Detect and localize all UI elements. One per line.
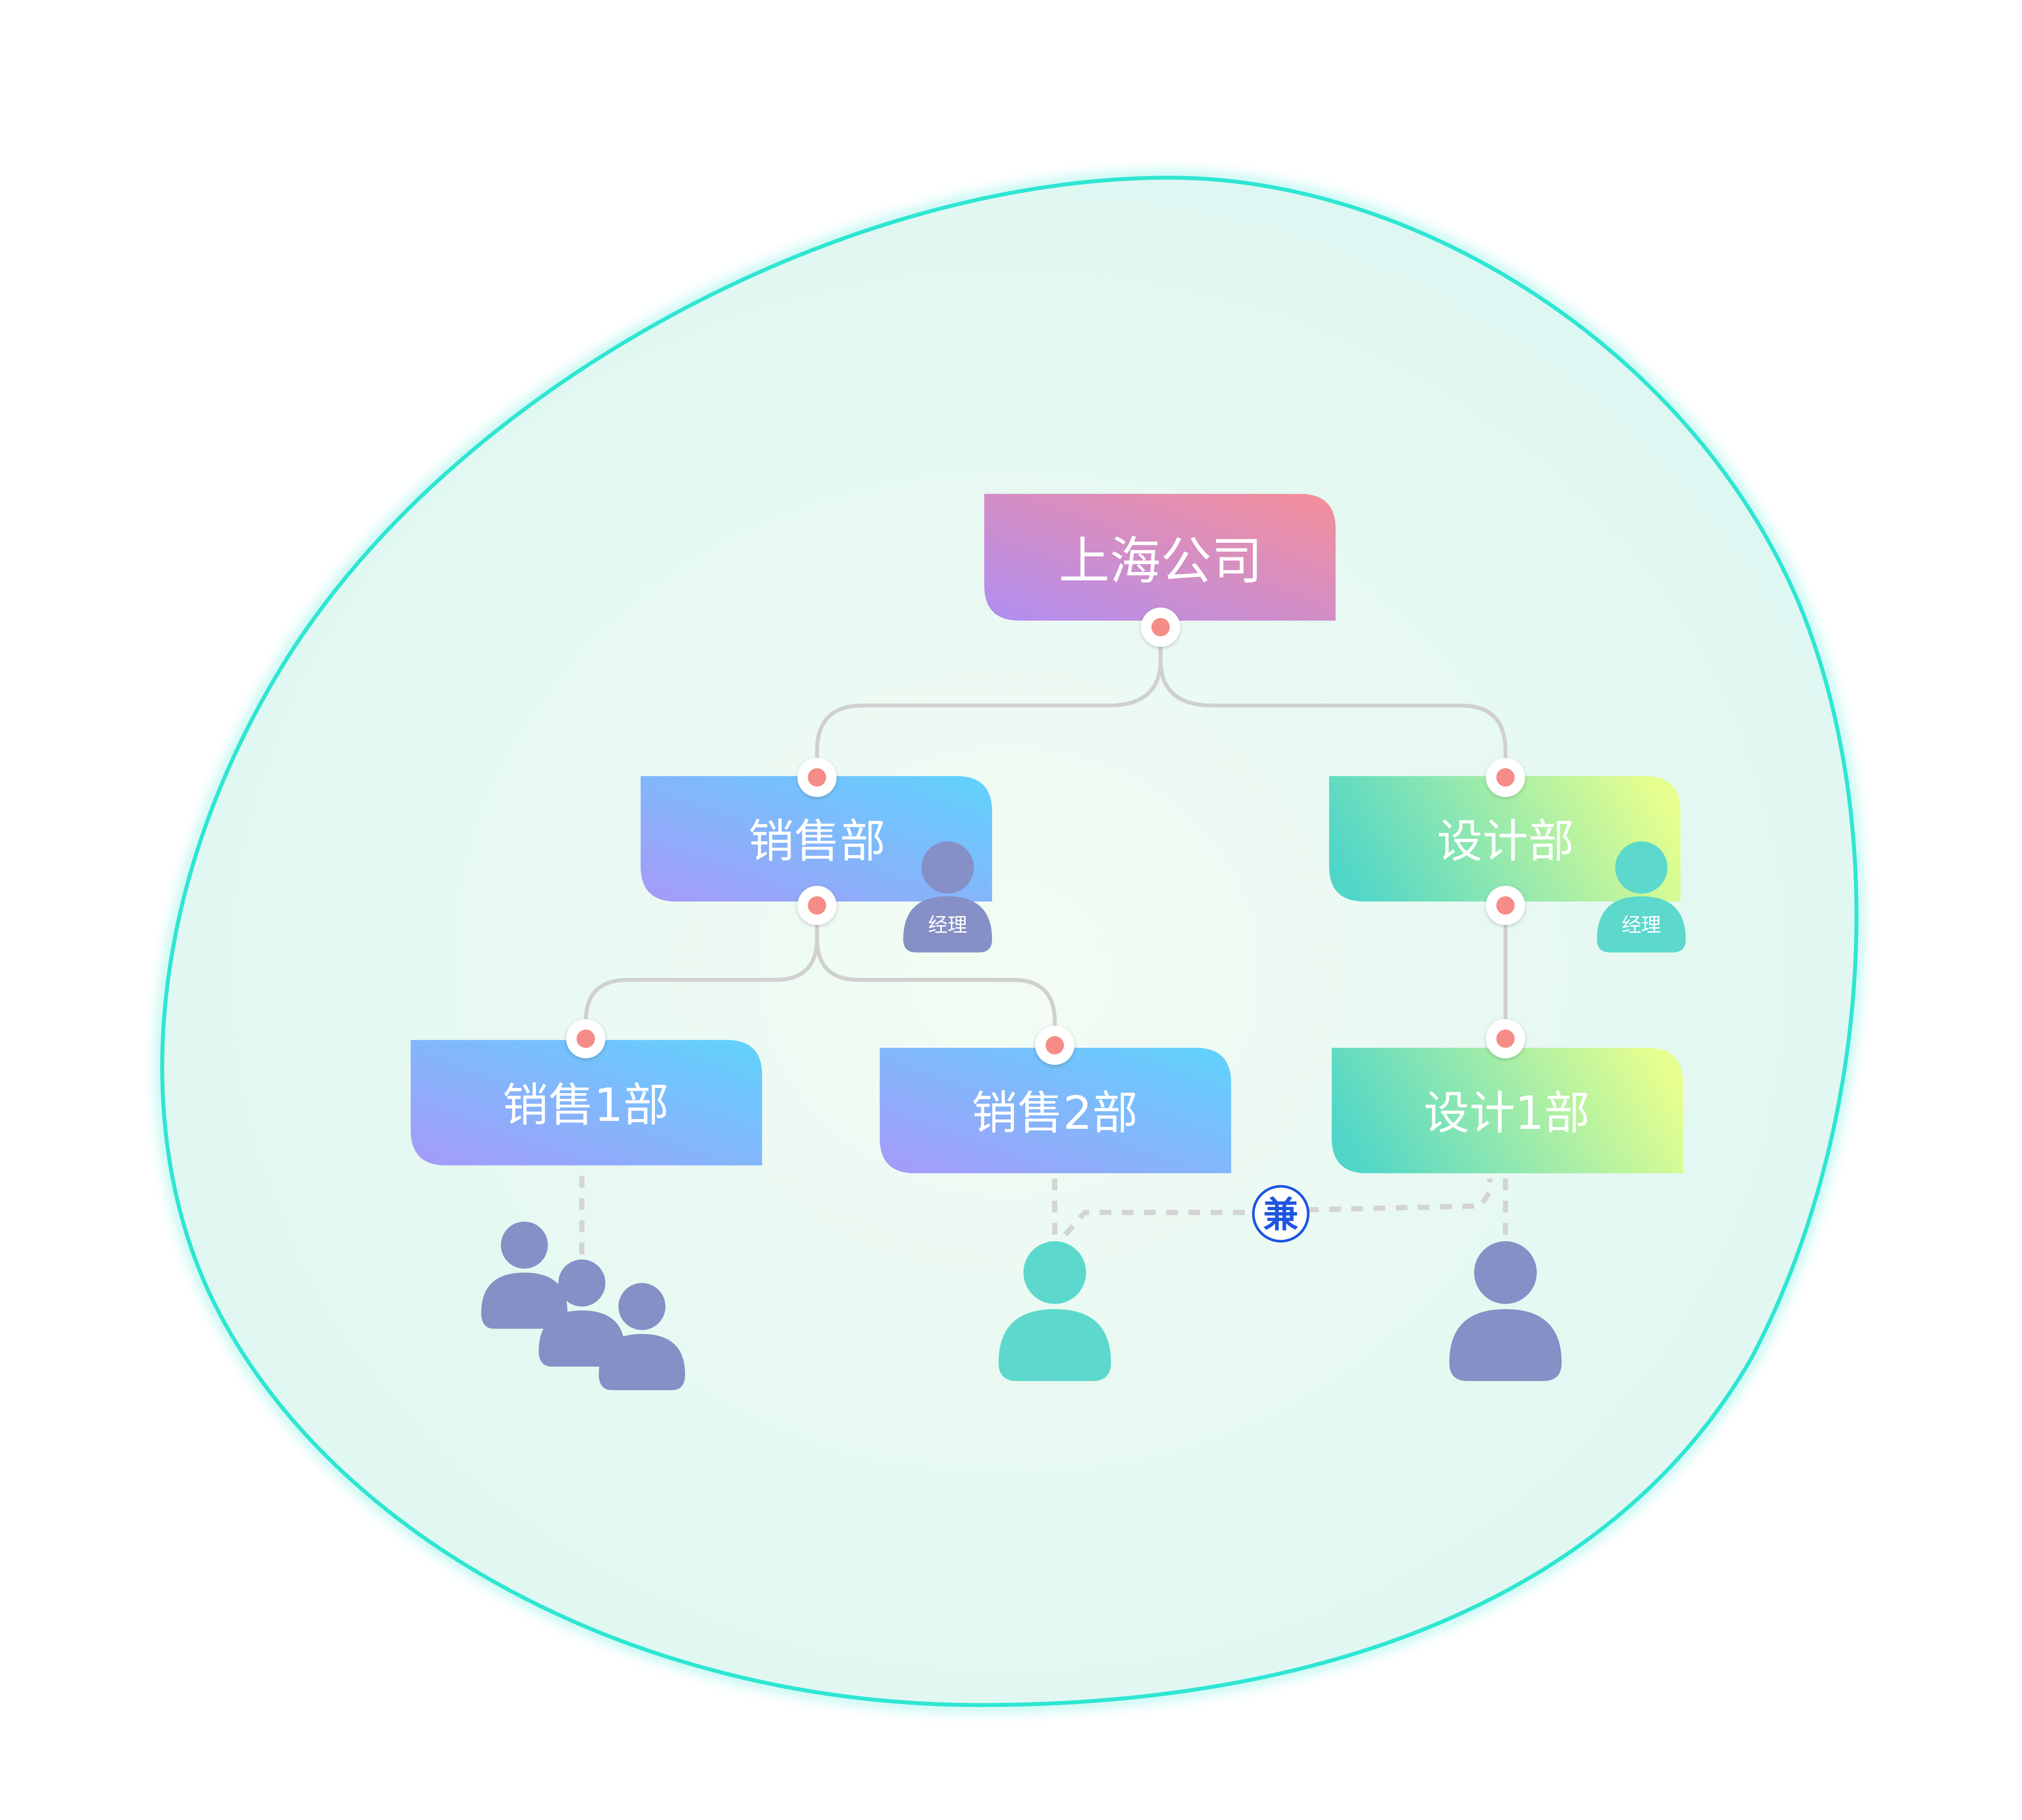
node-root[interactable]: 上海公司 <box>984 494 1336 621</box>
concurrent-badge-label: 兼 <box>1263 1194 1298 1235</box>
connector-root-design <box>1159 658 1508 781</box>
node-design-1[interactable]: 设计1部 <box>1332 1048 1684 1173</box>
staff-person-front <box>599 1283 685 1390</box>
sales-2-staff-person-icon <box>998 1241 1111 1381</box>
connector-root-sales <box>815 629 1163 781</box>
node-sales-dept[interactable]: 销售部 <box>641 776 992 902</box>
dot-sales-top <box>797 758 837 797</box>
dashed-concurrent-link <box>1063 1210 1255 1237</box>
node-design-dept[interactable]: 设计部 <box>1329 776 1681 902</box>
dot-design-bottom <box>1486 886 1525 925</box>
node-sales-1-label: 销售1部 <box>503 1079 669 1132</box>
dot-sales-bottom <box>797 886 837 925</box>
dot-design1-top <box>1486 1019 1525 1058</box>
dot-design-top <box>1486 758 1525 797</box>
node-sales-1[interactable]: 销售1部 <box>410 1040 762 1166</box>
dashed-concurrent-link-right <box>1307 1178 1493 1213</box>
staff-person-back <box>481 1221 568 1329</box>
design-1-staff-person-icon <box>1449 1241 1562 1381</box>
sales-1-staff-group-icon <box>481 1221 685 1390</box>
connector-dots <box>566 607 1525 1065</box>
dot-sales1-top <box>566 1019 605 1058</box>
design-manager-role-label: 经理 <box>1622 914 1661 936</box>
node-sales-2-label: 销售2部 <box>972 1086 1138 1140</box>
node-sales-2[interactable]: 销售2部 <box>880 1048 1231 1173</box>
dot-root-bottom <box>1141 607 1180 647</box>
sales-manager-role-label: 经理 <box>928 914 967 936</box>
concurrent-badge: 兼 <box>1252 1185 1310 1243</box>
dashed-links <box>579 1176 1508 1261</box>
connector-sales-sales2 <box>815 936 1057 1048</box>
node-design-dept-label: 设计部 <box>1437 815 1574 868</box>
node-design-1-label: 设计1部 <box>1423 1086 1590 1140</box>
node-sales-dept-label: 销售部 <box>749 815 886 868</box>
design-manager-person-icon: 经理 <box>1597 841 1686 952</box>
staff-person-middle <box>539 1259 625 1367</box>
dot-sales2-top <box>1035 1025 1074 1065</box>
connector-sales-sales1 <box>584 906 819 1041</box>
node-root-label: 上海公司 <box>1059 531 1263 591</box>
sales-manager-person-icon: 经理 <box>903 841 992 952</box>
tree-connectors <box>584 629 1508 1048</box>
